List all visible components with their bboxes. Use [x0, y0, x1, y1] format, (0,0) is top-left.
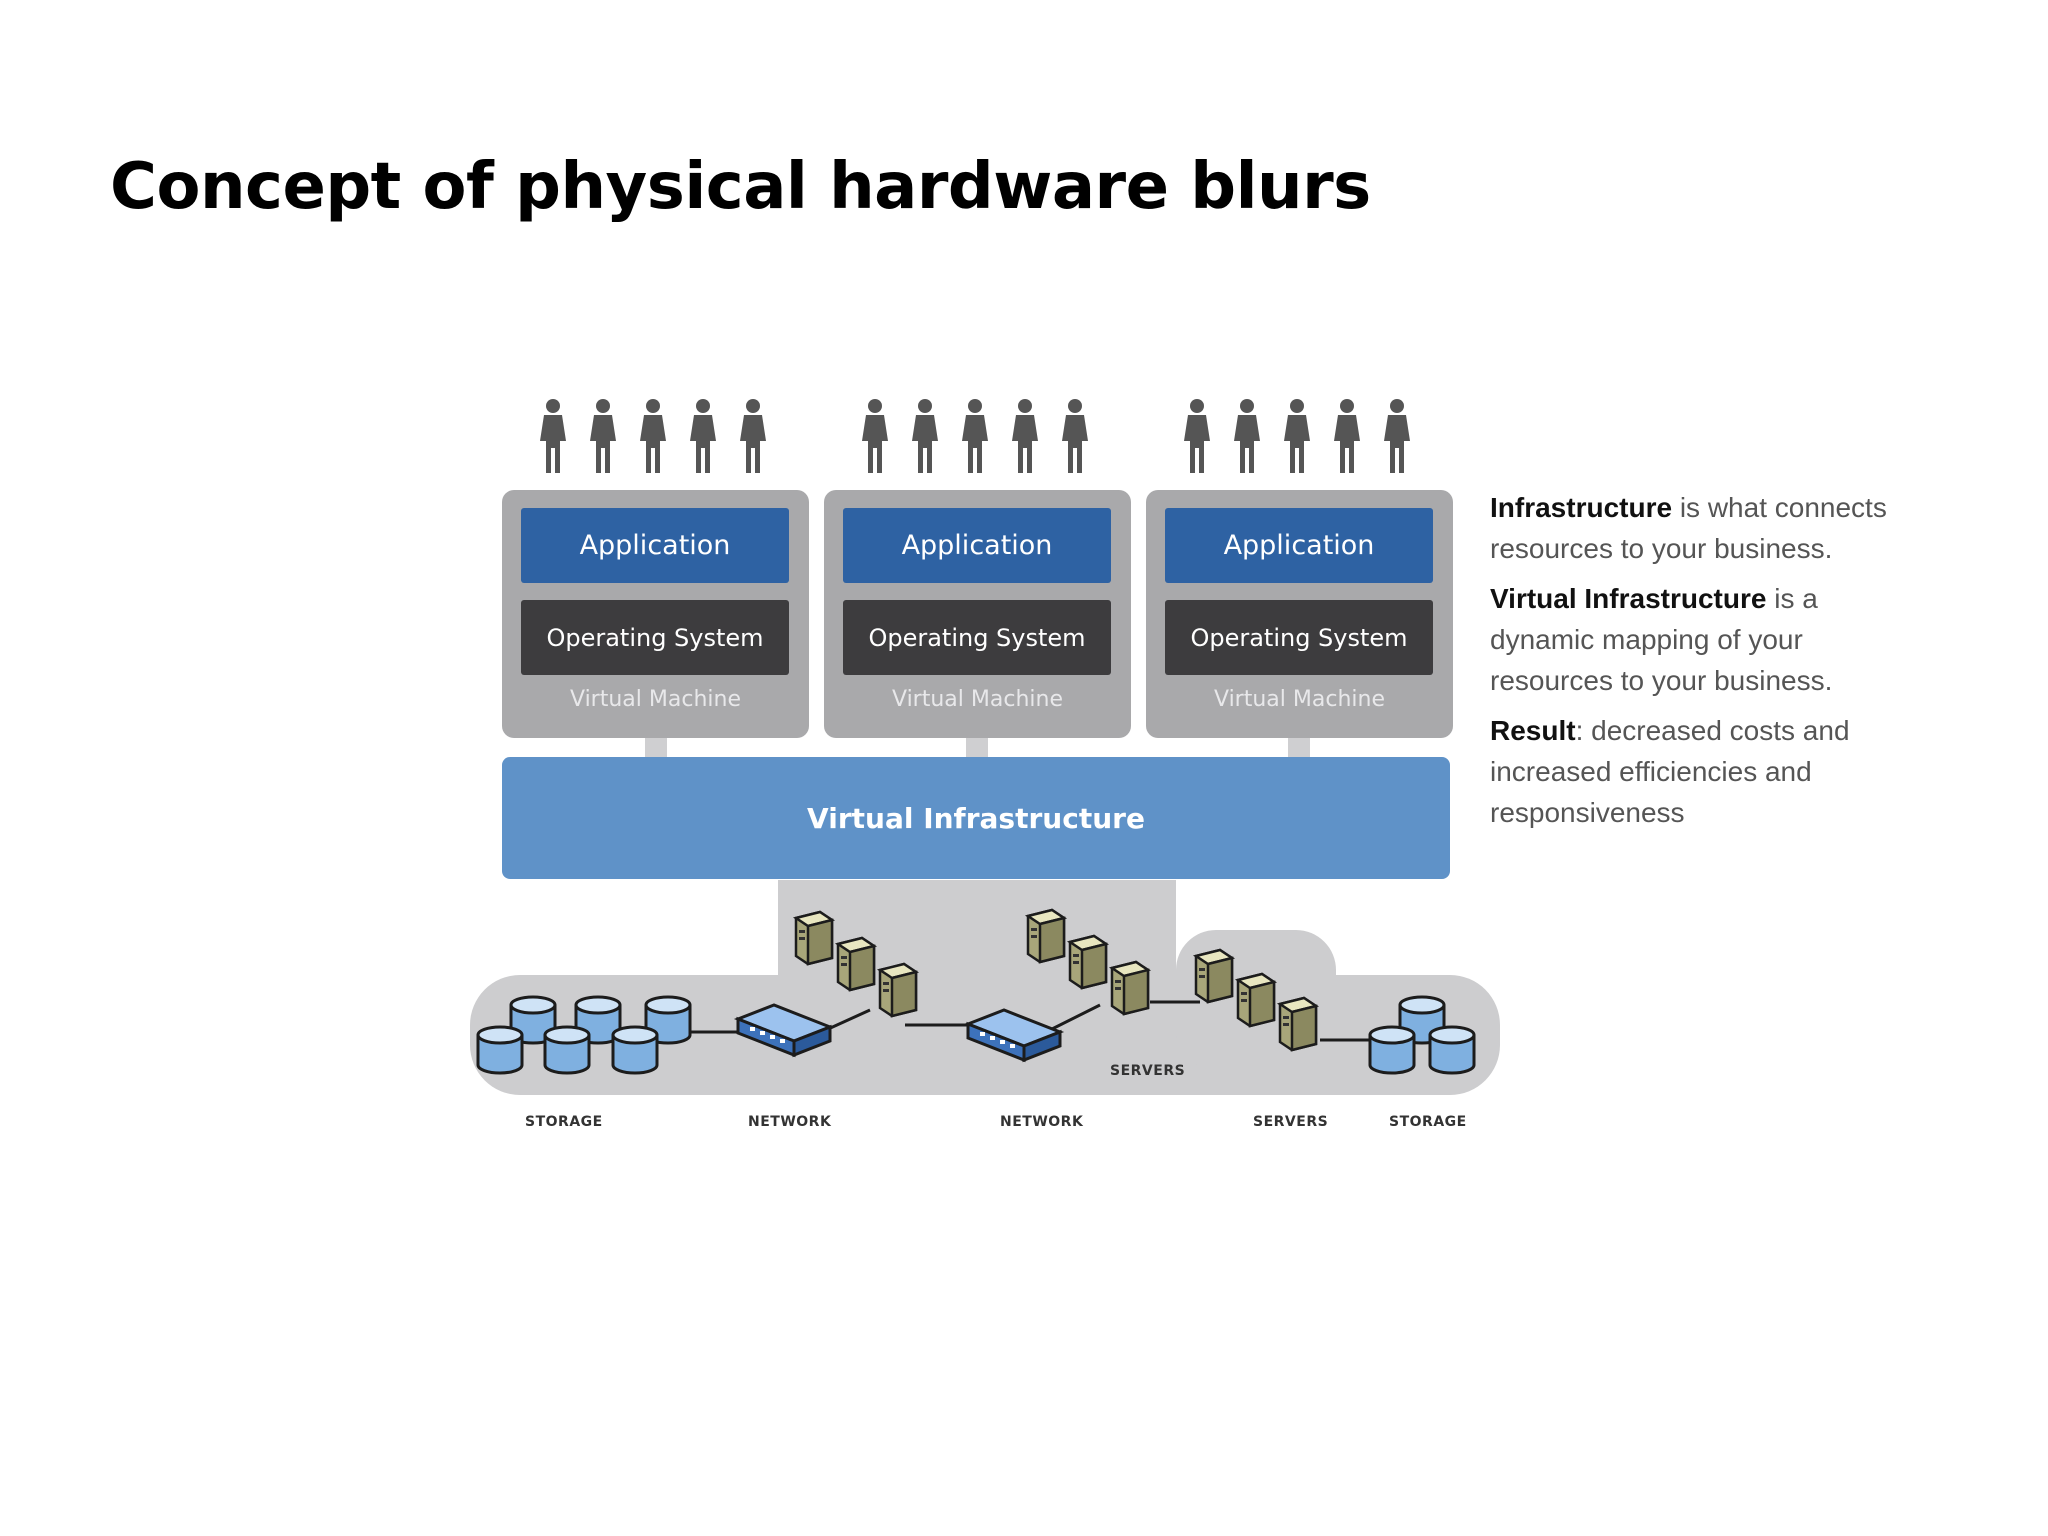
application-box: Application	[521, 508, 789, 583]
virtual-infrastructure-bar: Virtual Infrastructure	[502, 757, 1450, 879]
server-tower-icon	[794, 910, 834, 966]
virtual-machine-label: Virtual Machine	[892, 687, 1063, 712]
operating-system-box: Operating System	[1165, 600, 1433, 675]
application-box: Application	[843, 508, 1111, 583]
definition-text: is a dynamic mapping of your resources t…	[1490, 583, 1833, 696]
person-icon	[1184, 399, 1210, 473]
server-tower-icon	[1236, 972, 1276, 1028]
infrastructure-definition: Infrastructure is what connects resource…	[1490, 487, 1900, 569]
server-tower-icon	[1194, 948, 1234, 1004]
term-label: Infrastructure	[1490, 492, 1673, 523]
person-icon	[862, 399, 888, 473]
database-cylinder-icon	[1428, 1025, 1476, 1075]
result-statement: Result: decreased costs and increased ef…	[1490, 710, 1900, 833]
server-tower-icon	[1068, 934, 1108, 990]
vm-connector	[1288, 738, 1310, 758]
person-icon	[640, 399, 666, 473]
database-cylinder-icon	[543, 1025, 591, 1075]
virtual-machine-2: Application Operating System Virtual Mac…	[824, 490, 1131, 738]
definition-text: is what connects resources to your busin…	[1490, 492, 1887, 564]
database-cylinder-icon	[1368, 1025, 1416, 1075]
person-icon	[1012, 399, 1038, 473]
term-label: Result	[1490, 715, 1576, 746]
person-icon	[1334, 399, 1360, 473]
server-tower-icon	[1110, 960, 1150, 1016]
person-icon	[690, 399, 716, 473]
server-tower-icon	[878, 962, 918, 1018]
network-label: NETWORK	[748, 1114, 832, 1130]
server-tower-icon	[1278, 996, 1318, 1052]
virtual-machine-label: Virtual Machine	[570, 687, 741, 712]
virtual-machine-1: Application Operating System Virtual Mac…	[502, 490, 809, 738]
definition-text: : decreased costs and increased efficien…	[1490, 715, 1850, 828]
storage-left	[476, 995, 692, 1075]
person-icon	[540, 399, 566, 473]
storage-label: STORAGE	[525, 1114, 603, 1130]
users-group-3	[1177, 398, 1417, 473]
users-group-1	[533, 398, 773, 473]
person-icon	[1234, 399, 1260, 473]
operating-system-box: Operating System	[843, 600, 1111, 675]
virtual-machine-3: Application Operating System Virtual Mac…	[1146, 490, 1453, 738]
operating-system-box: Operating System	[521, 600, 789, 675]
users-group-2	[855, 398, 1095, 473]
server-tower-icon	[1026, 908, 1066, 964]
person-icon	[1284, 399, 1310, 473]
vm-connector	[645, 738, 667, 758]
virtual-infrastructure-definition: Virtual Infrastructure is a dynamic mapp…	[1490, 578, 1900, 701]
virtual-machine-label: Virtual Machine	[1214, 687, 1385, 712]
network-label: NETWORK	[1000, 1114, 1084, 1130]
term-label: Virtual Infrastructure	[1490, 583, 1767, 614]
person-icon	[962, 399, 988, 473]
storage-label: STORAGE	[1389, 1114, 1467, 1130]
person-icon	[1384, 399, 1410, 473]
person-icon	[590, 399, 616, 473]
vm-connector	[966, 738, 988, 758]
person-icon	[1062, 399, 1088, 473]
application-box: Application	[1165, 508, 1433, 583]
servers-label: SERVERS	[1253, 1114, 1329, 1130]
database-cylinder-icon	[476, 1025, 524, 1075]
server-tower-icon	[836, 936, 876, 992]
servers-label: SERVERS	[1110, 1063, 1186, 1079]
slide-title: Concept of physical hardware blurs	[110, 150, 1371, 224]
person-icon	[912, 399, 938, 473]
side-description: Infrastructure is what connects resource…	[1490, 487, 1900, 842]
person-icon	[740, 399, 766, 473]
database-cylinder-icon	[611, 1025, 659, 1075]
